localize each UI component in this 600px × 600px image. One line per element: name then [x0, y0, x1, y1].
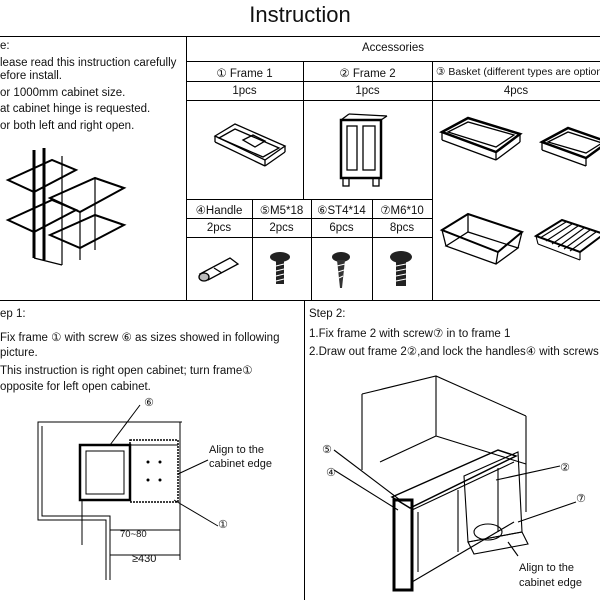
m5-qty: 2pcs — [269, 222, 294, 234]
step1-line: picture. — [0, 347, 38, 359]
frame2-qty: 1pcs — [355, 85, 380, 97]
step1-heading: ep 1: — [0, 308, 26, 320]
basket-illustration — [439, 212, 525, 265]
m5-screw-icon — [270, 252, 290, 284]
corner-unit-illustration — [5, 148, 127, 266]
step2-callout-2: ② — [560, 462, 570, 474]
wire-basket-illustration — [533, 218, 600, 261]
notes-heading: e: — [0, 40, 10, 52]
step1-top-view-diagram — [37, 404, 219, 580]
step2-callout-7: ⑦ — [576, 493, 586, 505]
handle-illustration — [198, 257, 240, 282]
handle-qty: 2pcs — [206, 222, 232, 234]
note-line: efore install. — [0, 70, 63, 82]
middle-divider — [0, 300, 600, 301]
m6-qty: 8pcs — [389, 222, 415, 234]
step2-heading: Step 2: — [309, 308, 346, 320]
note-line: lease read this instruction carefully — [0, 57, 177, 69]
step2-callout-4: ④ — [326, 467, 336, 479]
step1-line: This instruction is right open cabinet; … — [0, 365, 253, 377]
basket-label: ③ Basket (different types are option — [436, 66, 600, 78]
st4-qty: 6pcs — [329, 222, 354, 234]
step2-align-2: cabinet edge — [519, 577, 582, 589]
accessories-header: Accessories — [362, 42, 424, 54]
step2-line: 2.Draw out frame 2②,and lock the handles… — [309, 346, 599, 358]
note-line: at cabinet hinge is requested. — [0, 103, 151, 115]
step2-align-1: Align to the — [519, 562, 575, 574]
basket-qty: 4pcs — [503, 85, 529, 97]
basket-illustration — [538, 126, 600, 167]
handle-label: ④Handle — [195, 205, 243, 217]
page-title: Instruction — [249, 2, 351, 27]
step1-callout-frame: ① — [218, 519, 228, 531]
step1-line: Fix frame ① with screw ⑥ as sizes showed… — [0, 332, 280, 344]
m5-label: ⑤M5*18 — [259, 205, 304, 217]
step1-align-1: Align to the — [209, 444, 265, 456]
step1-line: opposite for left open cabinet. — [0, 381, 151, 393]
frame2-label: ② Frame 2 — [339, 68, 396, 80]
step2-isometric-diagram — [333, 375, 577, 592]
frame1-illustration — [213, 123, 287, 167]
st4-label: ⑥ST4*14 — [317, 205, 366, 217]
frame1-label: ① Frame 1 — [216, 68, 273, 80]
notes-divider — [186, 36, 187, 300]
step1-dim-b: ≥430 — [132, 553, 157, 565]
step2-callout-5: ⑤ — [322, 444, 332, 456]
note-line: or 1000mm cabinet size. — [0, 87, 126, 99]
st4-screw-icon — [332, 252, 350, 288]
m6-label: ⑦M6*10 — [380, 205, 424, 217]
basket-illustration — [438, 116, 523, 161]
step1-callout-screw: ⑥ — [144, 397, 154, 409]
top-divider — [0, 36, 600, 37]
m6-screw-icon — [390, 251, 412, 286]
step1-align-2: cabinet edge — [209, 458, 272, 470]
note-line: or both left and right open. — [0, 120, 135, 132]
step1-dim-a: 70~80 — [120, 529, 147, 540]
step2-line: 1.Fix frame 2 with screw⑦ in to frame 1 — [309, 328, 511, 340]
frame1-qty: 1pcs — [232, 85, 257, 97]
steps-divider — [304, 300, 305, 600]
frame2-illustration — [339, 113, 388, 187]
